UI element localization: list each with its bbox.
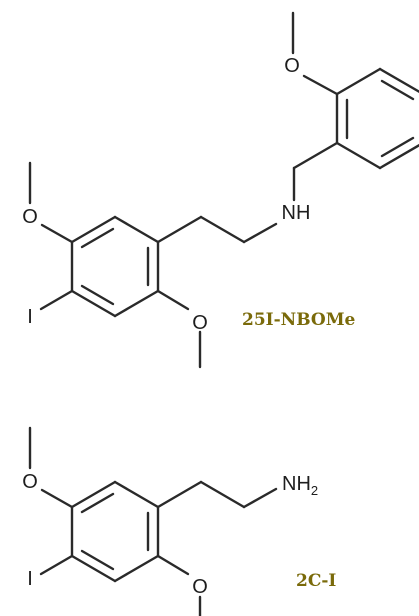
atom-label-nitrogen: NH xyxy=(282,202,311,224)
molecule-name: 2C-I xyxy=(296,571,336,591)
amine-subscript: 2 xyxy=(311,483,318,498)
molecule-name: 25I-NBOMe xyxy=(242,310,356,330)
atom-label-amine: NH2 xyxy=(282,473,318,498)
atom-label-iodine: I xyxy=(27,306,33,328)
atom-label-oxygen: O xyxy=(22,206,38,228)
molecule-2c-i: O I O NH2 2C-I xyxy=(22,426,336,616)
atom-label-oxygen: O xyxy=(192,312,208,334)
bonds-25i-nbome xyxy=(28,11,419,369)
atom-label-iodine: I xyxy=(27,568,33,590)
amine-nh: NH xyxy=(282,473,311,495)
atom-label-oxygen: O xyxy=(192,576,208,598)
atom-label-oxygen: O xyxy=(284,55,300,77)
atom-label-oxygen: O xyxy=(22,471,38,493)
bonds-2c-i xyxy=(28,426,278,616)
molecule-25i-nbome: O I O NH O 25I-NBOMe xyxy=(22,11,419,369)
